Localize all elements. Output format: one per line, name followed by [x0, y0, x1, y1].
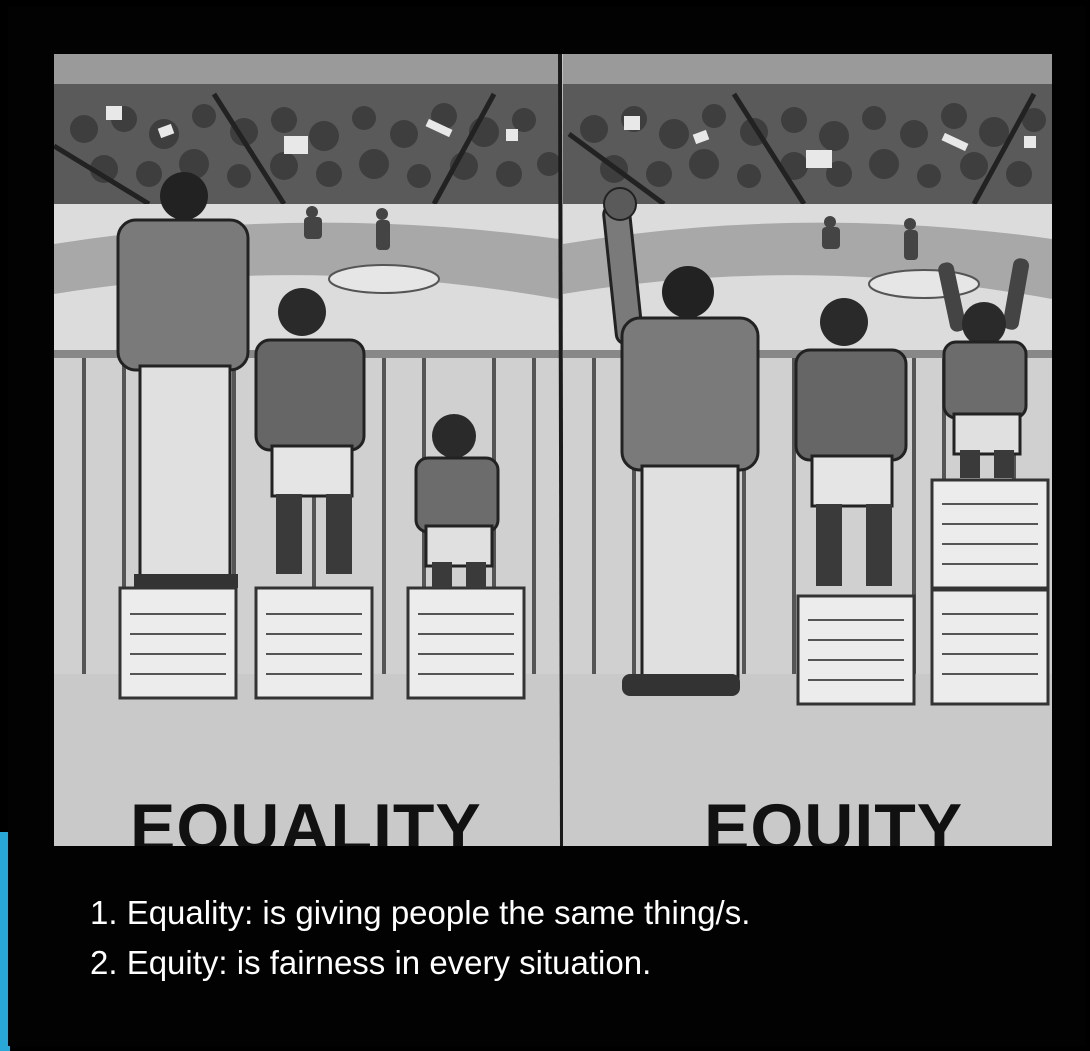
illustration-artwork: [54, 54, 1052, 846]
note-equality: 1. Equality: is giving people the same t…: [90, 894, 751, 931]
definition-notes: 1. Equality: is giving people the same t…: [90, 888, 750, 988]
panel-divider: [558, 54, 564, 846]
equity-caption: EQUITY: [704, 790, 964, 846]
accent-stripe: [0, 832, 10, 1051]
equality-caption: EQUALITY: [130, 790, 482, 846]
equality-panel: [54, 54, 561, 846]
note-equity: 2. Equity: is fairness in every situatio…: [90, 944, 652, 981]
image-frame: EQUALITY EQUITY 1. Equality: is giving p…: [8, 6, 1086, 1046]
equality-equity-illustration: EQUALITY EQUITY: [54, 54, 1052, 846]
equity-panel: [563, 54, 1052, 846]
